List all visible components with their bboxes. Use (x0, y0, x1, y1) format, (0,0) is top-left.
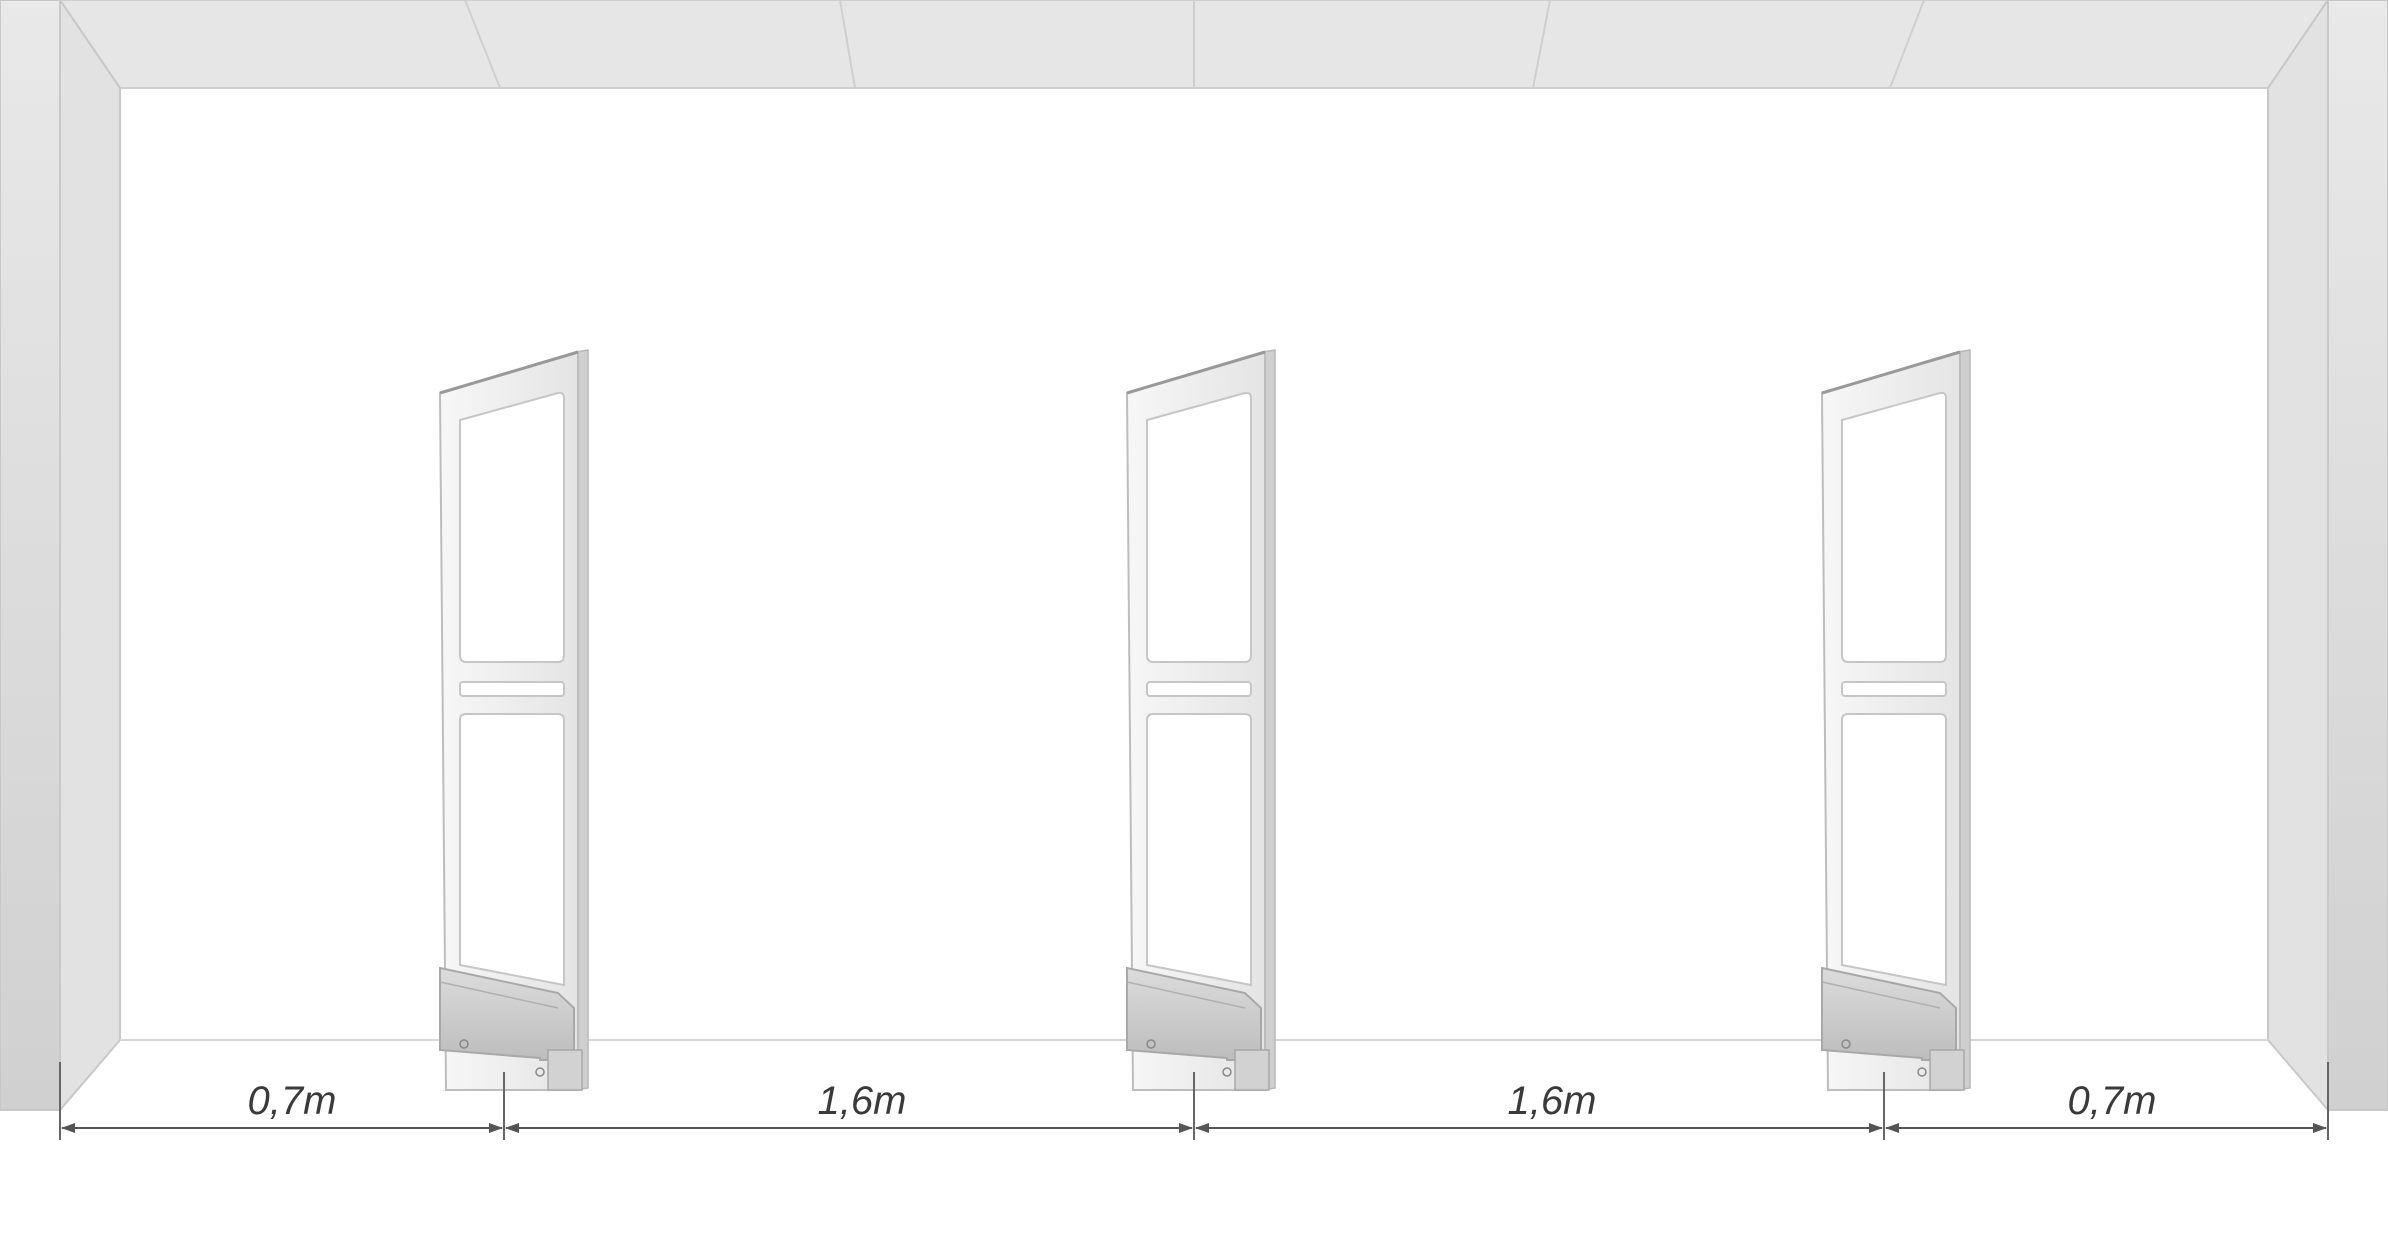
screw-icon (1841, 1039, 1851, 1049)
middle-slot (459, 681, 565, 697)
middle-slot (1146, 681, 1252, 697)
antenna-panel-2 (1125, 349, 1276, 1091)
lower-window (1841, 713, 1947, 987)
upper-window (459, 391, 565, 663)
screw-icon (1222, 1067, 1232, 1077)
lower-window (459, 713, 565, 987)
dim-label-4: 0,7m (2068, 1079, 2157, 1123)
lower-window (1146, 713, 1252, 987)
screw-icon (1917, 1067, 1927, 1077)
antenna-panel-1 (438, 349, 589, 1091)
screw-icon (535, 1067, 545, 1077)
upper-window (1146, 391, 1252, 663)
left-side-wall (59, 0, 121, 1113)
upper-window (1841, 391, 1947, 663)
dim-label-2: 1,6m (818, 1079, 907, 1123)
screw-icon (1146, 1039, 1156, 1049)
antennas (438, 349, 1971, 1091)
screw-icon (459, 1039, 469, 1049)
left-outer-wall (0, 0, 61, 1111)
dimension-line: 0,7m 1,6m 1,6m 0,7m (59, 1062, 2329, 1140)
room (0, 0, 2388, 1113)
right-side-wall (2267, 0, 2329, 1113)
dim-label-3: 1,6m (1508, 1079, 1597, 1123)
right-outer-wall (2327, 0, 2388, 1111)
dim-label-1: 0,7m (248, 1079, 337, 1123)
middle-slot (1841, 681, 1947, 697)
antenna-panel-3 (1820, 349, 1971, 1091)
